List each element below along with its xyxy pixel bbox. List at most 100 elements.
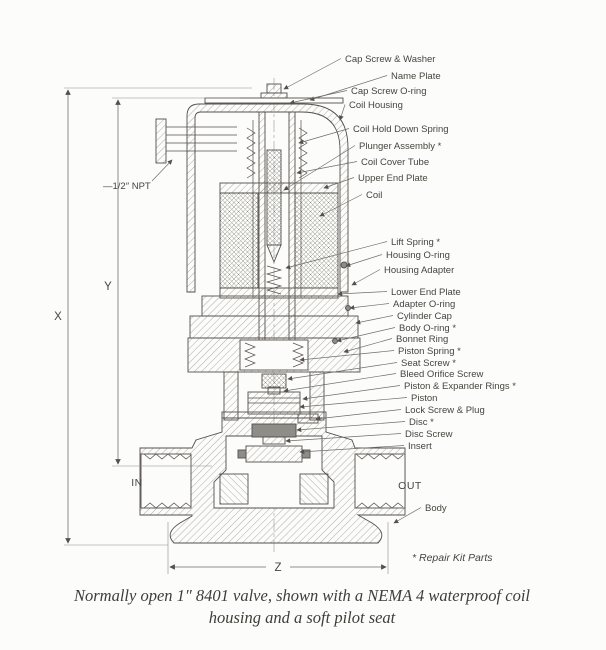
valve-body-group: IN OUT xyxy=(131,417,422,544)
outlet-label: OUT xyxy=(398,480,422,492)
dim-x-label: X xyxy=(54,311,62,323)
leader-line xyxy=(336,327,396,343)
leader-line xyxy=(323,177,355,189)
leader-line xyxy=(315,409,402,421)
leader-line xyxy=(299,350,395,363)
leader-line xyxy=(298,128,350,145)
leader-line xyxy=(283,58,342,90)
cap-screw xyxy=(266,83,282,94)
coil-left xyxy=(219,192,259,289)
leader-line xyxy=(296,161,358,175)
part-label-coil-housing: Coil Housing xyxy=(349,100,403,111)
repair-kit-footnote: * Repair Kit Parts xyxy=(412,552,493,564)
plunger-assembly xyxy=(266,149,282,246)
dimension-z-group: Z xyxy=(167,522,389,574)
part-label-seat-screw: Seat Screw * xyxy=(401,358,456,369)
seat-wall-right xyxy=(299,473,329,505)
part-label-coil-cover-tube: Coil Cover Tube xyxy=(361,157,429,168)
conduit-hub-group: —1/2″ NPT xyxy=(103,118,237,192)
part-label-bonnet-ring: Bonnet Ring xyxy=(396,334,448,345)
inlet-threads-bottom xyxy=(143,502,192,509)
coil-right xyxy=(294,192,339,289)
leader-line xyxy=(343,338,393,354)
part-label-piston-spring: Piston Spring * xyxy=(398,346,461,357)
part-label-lift-spring: Lift Spring * xyxy=(391,237,440,248)
dimension-y-group: Y xyxy=(104,97,240,467)
leader-line xyxy=(287,362,398,381)
leader-line xyxy=(351,269,381,286)
disc xyxy=(251,423,297,438)
part-label-housing-o-ring: Housing O-ring xyxy=(386,250,450,261)
part-label-bleed-orifice-screw: Bleed Orifice Screw xyxy=(400,369,484,380)
leader-line xyxy=(283,373,397,393)
part-label-cap-screw-washer: Cap Screw & Washer xyxy=(345,54,435,65)
part-label-housing-adapter: Housing Adapter xyxy=(384,265,454,276)
coil-hold-down-spring xyxy=(246,127,256,179)
outlet-threads-bottom xyxy=(355,502,404,509)
leader-line xyxy=(338,104,346,121)
outlet-threads-top xyxy=(355,453,404,460)
name-plate xyxy=(204,97,344,104)
part-label-body-o-ring: Body O-ring * xyxy=(399,323,456,334)
caption-line-2: housing and a soft pilot seat xyxy=(209,608,396,627)
housing-o-ring xyxy=(340,261,348,269)
adapter-o-ring xyxy=(345,305,351,311)
part-label-lower-end-plate: Lower End Plate xyxy=(391,287,461,298)
inlet-threads-top xyxy=(143,453,192,460)
lift-spring xyxy=(265,265,283,295)
adapter-group xyxy=(189,261,359,344)
seat-screw xyxy=(261,373,287,389)
leader-line xyxy=(393,507,422,524)
conduit-bracket xyxy=(155,118,167,164)
leader-line xyxy=(299,445,405,455)
cap-screw-washer xyxy=(260,92,288,99)
leader-line xyxy=(283,145,356,191)
npt-leader-line xyxy=(151,159,173,182)
disc-screw xyxy=(262,436,286,445)
dim-y-label: Y xyxy=(104,281,112,293)
cylinder-cap xyxy=(189,315,359,339)
part-label-adapter-o-ring: Adapter O-ring xyxy=(393,299,455,310)
seat-wall-left xyxy=(219,473,249,505)
leader-line xyxy=(355,315,394,325)
bonnet-group xyxy=(187,337,361,373)
dim-z-label: Z xyxy=(274,562,281,574)
part-label-cylinder-cap: Cylinder Cap xyxy=(397,311,452,322)
npt-label: —1/2″ NPT xyxy=(103,181,151,192)
dimension-x-group: X xyxy=(54,87,252,546)
part-label-upper-end-plate: Upper End Plate xyxy=(358,173,428,184)
plunger-tip xyxy=(266,244,282,264)
bonnet-ring xyxy=(221,411,327,419)
leader-line xyxy=(285,241,388,270)
inlet-label: IN xyxy=(131,477,143,489)
coil-hold-down-spring xyxy=(298,127,308,179)
leader-line xyxy=(289,90,348,105)
leader-line xyxy=(299,397,408,410)
inlet-port-bore xyxy=(140,453,192,509)
part-label-coil: Coil xyxy=(366,190,382,201)
insert xyxy=(245,445,303,463)
piston-spring xyxy=(244,342,256,368)
leader-line xyxy=(302,385,401,401)
part-label-insert: Insert xyxy=(408,441,432,452)
bonnet-cavity xyxy=(239,339,309,371)
part-label-lock-screw-plug: Lock Screw & Plug xyxy=(405,405,485,416)
part-label-piston-expander-rings: Piston & Expander Rings * xyxy=(404,381,516,392)
caption-line-1: Normally open 1″ 8401 valve, shown with … xyxy=(73,586,530,605)
piston-group xyxy=(221,371,327,424)
piston-spring xyxy=(292,342,304,368)
leader-line xyxy=(285,433,402,444)
leader-line xyxy=(345,254,383,268)
part-label-name-plate: Name Plate xyxy=(391,71,441,82)
leader-line xyxy=(319,194,363,217)
part-label-disc: Disc * xyxy=(409,417,434,428)
outlet-port-bore xyxy=(354,453,406,509)
housing-adapter xyxy=(201,295,349,317)
insert-seal-left xyxy=(237,449,247,459)
part-label-cap-screw-o-ring: Cap Screw O-ring xyxy=(351,86,427,97)
part-label-body: Body xyxy=(425,503,447,514)
leader-line xyxy=(337,291,388,297)
